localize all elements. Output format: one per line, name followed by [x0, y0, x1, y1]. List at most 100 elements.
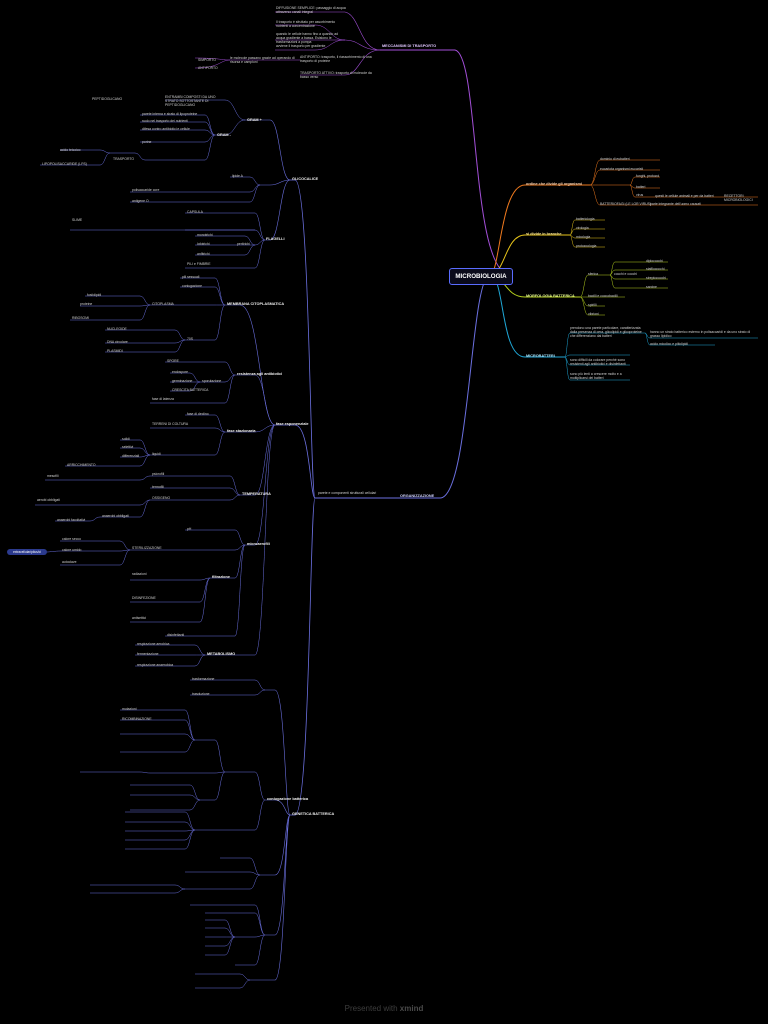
tree-node-58: microaerofili: [247, 542, 270, 546]
tree-node-74: trasformazione: [192, 677, 215, 681]
tree-node-72: respirazione anaerobica: [137, 663, 174, 667]
tree-node-17: FLAGELLI: [266, 237, 285, 241]
morfologia-item-5: streptococchi: [646, 276, 666, 280]
divisione-item-4: protozoologia: [576, 244, 597, 248]
branch-organizzazione[interactable]: ORGANIZZAZIONE: [400, 494, 435, 498]
tree-node-63: autoclave: [62, 560, 77, 564]
tree-node-21: peritrichi: [237, 242, 250, 246]
trasporto-item-1: DIFFUSIONE SEMPLICE: passaggio di acqua …: [276, 6, 346, 15]
tree-node-69: METABOLISMO: [207, 652, 236, 656]
ordine-item-8: parte integrante dell'uomo causati: [650, 202, 701, 206]
morfologia-item-3: diplococchi: [646, 259, 663, 263]
ordine-item-3: funghi, protozoi: [636, 174, 660, 178]
tree-node-6: porine: [142, 140, 152, 144]
tree-node-31: NUCLEOIDE: [107, 327, 127, 331]
tree-node-61: calore secco: [62, 537, 82, 541]
tree-node-56: anaerobi obbligati: [102, 514, 129, 518]
organizzazione-sub: parete e componenti strutturali cellular…: [318, 491, 377, 495]
tree-node-13: antigene O: [132, 199, 149, 203]
tree-node-48: differenziali: [122, 454, 140, 458]
ordine-item-1: dominio di eubatteri: [600, 157, 630, 161]
morfologia-item-7: bacilli e coccobacilli: [588, 294, 618, 298]
tree-node-10: LIPOPOLISACCARIDE (LPS): [42, 162, 87, 166]
trasporto-side-2: ANTIPORTO: [198, 66, 218, 70]
tree-node-41: fase esponenziale: [276, 422, 309, 426]
morfologia-item-1: sferica: [588, 272, 598, 276]
tree-node-22: PILI e FIMBRIE: [187, 262, 211, 266]
tree-node-45: liquidi: [152, 452, 161, 456]
branch-ordine[interactable]: ordine che divide gli organismi: [526, 182, 582, 186]
tree-node-4: difesa contro antibiotici e cellule: [142, 127, 190, 131]
tree-node-15: CAPSULA: [187, 210, 203, 214]
ordine-item-4: batteri: [636, 185, 646, 189]
tree-node-36: sporulazione: [202, 379, 222, 383]
tree-node-46: solidi: [122, 437, 130, 441]
branch-micro[interactable]: MICROBATTERI: [526, 354, 555, 358]
morfologia-item-4: stafilococchi: [646, 267, 665, 271]
tree-node-54: OSSIGENO: [152, 496, 171, 500]
tree-node-47: selettivi: [122, 445, 134, 449]
tree-node-24: coniugazione: [182, 284, 202, 288]
tree-node-33: PLASMIDI: [107, 349, 123, 353]
tree-node-7: GRAM +: [247, 118, 262, 122]
tree-node-76: coniugazione batterica: [267, 797, 309, 801]
branch-trasporto[interactable]: MECCANISMI DI TRASPORTO: [382, 44, 437, 48]
divisione-item-3: micologia: [576, 235, 591, 239]
trasporto-item-2: Il trasporto è sfruttato per assorbiment…: [276, 20, 336, 29]
tree-node-52: mesofili: [47, 474, 59, 478]
tree-node-9: acido teicoico: [60, 148, 81, 152]
extracellular-pill[interactable]: extracellular/pilus/ci: [7, 549, 47, 555]
tree-node-38: germinazione: [172, 379, 193, 383]
trasporto-item-6: TRASPORTO ATTIVO: trasporto di molecole …: [300, 71, 372, 80]
tree-node-37: endospore: [172, 370, 189, 374]
tree-node-12: polisaccaride core: [132, 188, 160, 192]
tree-node-11: lipide A: [232, 174, 243, 178]
tree-node-60: STERILIZZAZIONE: [132, 546, 162, 550]
tree-node-16: SLIME: [72, 218, 83, 222]
tree-node-5: TRASPORTO: [113, 157, 134, 161]
tree-node-30: 70S: [187, 337, 194, 341]
tree-node-2: parete interna e strato di lipoproteine: [142, 112, 198, 116]
branch-morfologia[interactable]: MORFOLOGIA BATTERICA: [526, 294, 575, 298]
morfologia-item-9: vibrioni: [588, 312, 599, 316]
tree-node-34: resistenza agli antibiotici: [237, 372, 283, 376]
tree-node-71: fermentazione: [137, 652, 159, 656]
divisione-item-1: batteriologia: [576, 217, 595, 221]
root-topic[interactable]: MICROBIOLOGIA: [449, 268, 513, 285]
footer-credit: Presented with xmind: [0, 1004, 768, 1013]
tree-node-70: respirazione aerobica: [137, 642, 170, 646]
tree-node-20: anfitrichi: [197, 252, 210, 256]
divisione-item-2: virologia: [576, 226, 589, 230]
tree-node-43: fase di declino: [187, 412, 209, 416]
tree-node-51: psicrofili: [152, 472, 165, 476]
tree-node-27: proteine: [80, 302, 93, 306]
trasporto-item-5: ANTIPORTO: trasporto, il riassorbimento …: [300, 55, 372, 64]
tree-node-49: ARRICCHIMENTO: [67, 463, 96, 467]
micro-item-5: sono più lenti a crescere molto e a molt…: [570, 372, 622, 381]
micro-item-4: sono difficili da colorare perché sono r…: [570, 358, 626, 367]
ordine-item-5: virus: [636, 193, 644, 197]
tree-node-28: CITOPLASMA: [152, 302, 174, 306]
ordine-item-7: questi le cellule animali e per da batte…: [655, 194, 714, 198]
tree-node-35: SPORE: [167, 359, 179, 363]
ordine-item-6: BATTERIOFAGI (LE LOR VIRUS): [600, 202, 651, 206]
branch-divisione[interactable]: si divide in branche: [526, 232, 562, 236]
connector-trasporto: [380, 49, 512, 276]
tree-node-66: DISINFEZIONE: [132, 596, 156, 600]
connector-organizzazione: [315, 274, 491, 499]
tree-node-53: termofili: [152, 485, 164, 489]
tree-node-39: CRESCITA BATTERICA: [172, 388, 209, 392]
trasporto-side-3: le molecole passano grazie ad operando d…: [230, 56, 295, 65]
tree-node-19: lofotrichi: [197, 242, 210, 246]
tree-node-59: pH: [187, 527, 192, 531]
ordine-item-2: eucariota organismi eucaristi: [600, 167, 644, 171]
tree-node-75: trasduzione: [192, 692, 210, 696]
tree-node-8: GRAM -: [217, 133, 231, 137]
tree-node-67: antisettici: [132, 616, 147, 620]
tree-node-78: RICOMBINAZIONE: [122, 717, 152, 721]
trasporto-item-4: avviene il trasporto per gradiente: [276, 44, 326, 48]
tree-node-77: mutazioni: [122, 707, 137, 711]
connector-ordine: [489, 184, 590, 276]
tree-node-44: TERRENI DI COLTURA: [152, 422, 189, 426]
micro-item-1: prendono una parete particolare, caratte…: [570, 326, 642, 339]
